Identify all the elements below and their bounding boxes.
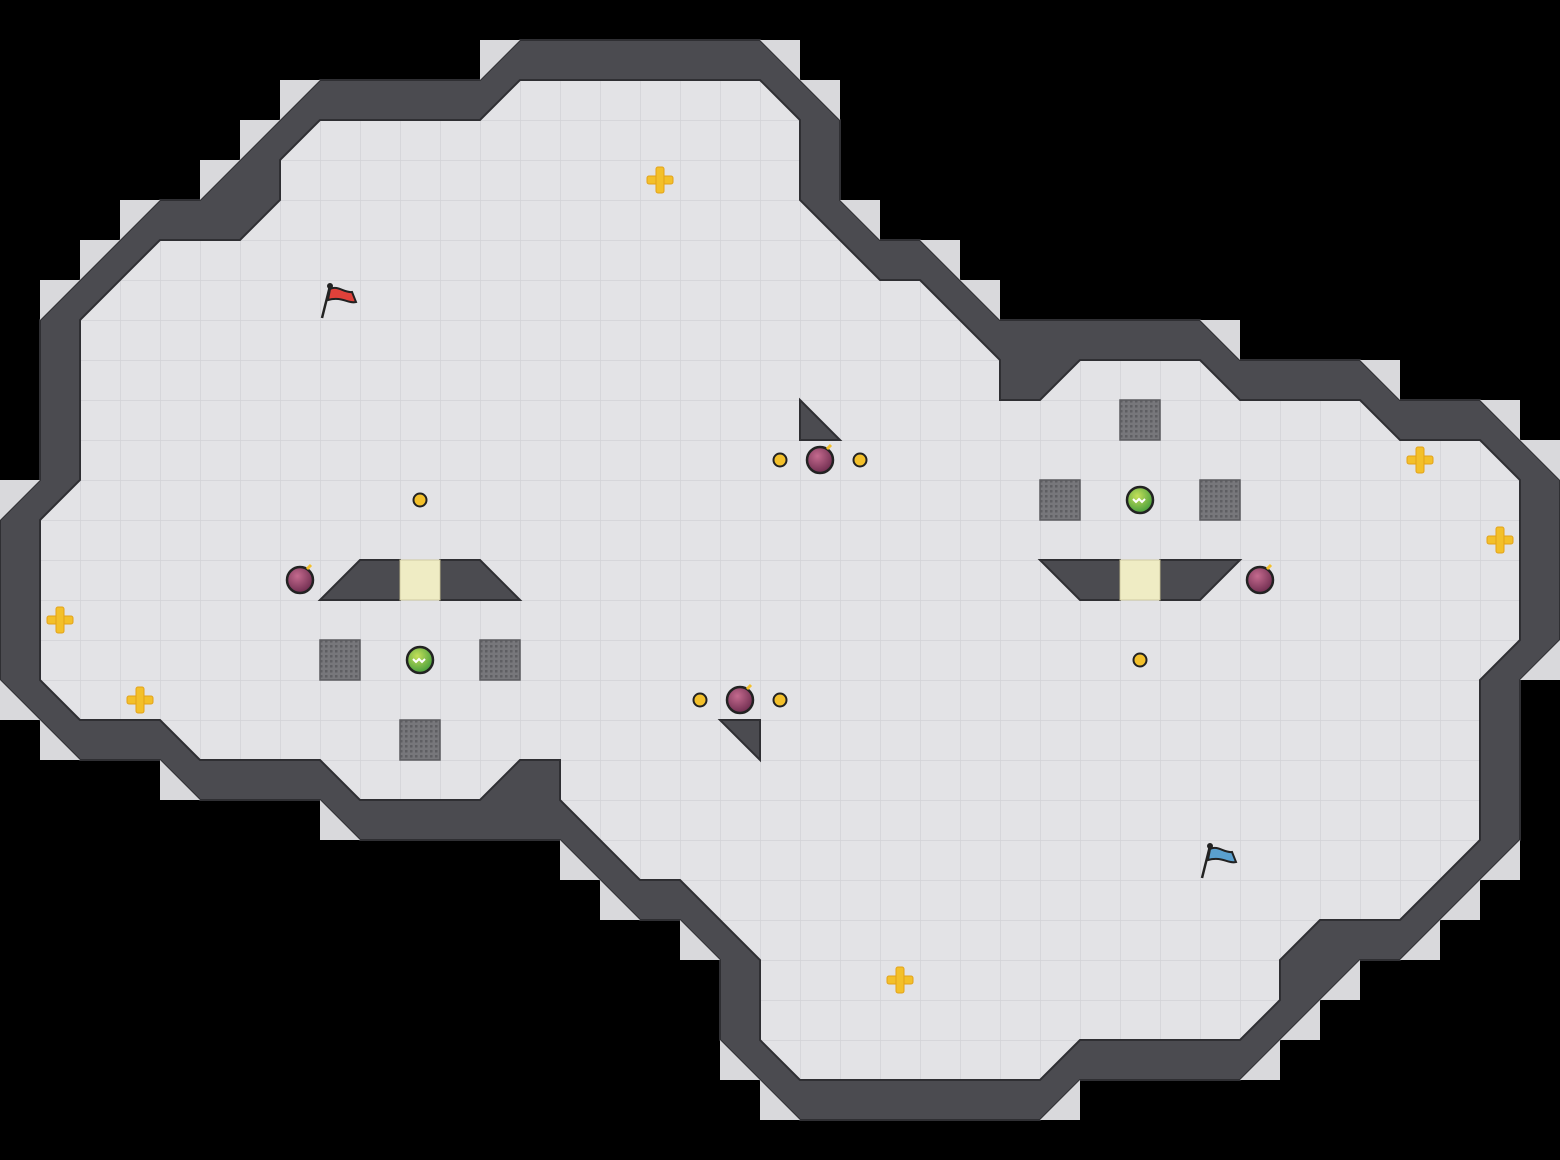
spike-tile [399, 719, 441, 761]
red-flag-icon [320, 283, 358, 319]
button-icon [772, 452, 788, 468]
bomb-icon [1245, 563, 1275, 595]
spikes [319, 399, 1241, 761]
boosts [405, 485, 1155, 675]
right-base-walls [1037, 559, 1243, 601]
center-wedge-bottom [717, 719, 761, 763]
powerup-icon [646, 166, 674, 194]
powerups [46, 166, 1514, 994]
button-icon [412, 492, 428, 508]
button-icon [772, 692, 788, 708]
spike-tile [1119, 399, 1161, 441]
spike-tile [1039, 479, 1081, 521]
buttons [412, 452, 1148, 708]
boost-icon [405, 645, 435, 675]
powerup-icon [46, 606, 74, 634]
bomb-icon [285, 563, 315, 595]
center-wedge-top [799, 397, 843, 441]
button-icon [692, 692, 708, 708]
spike-tile [479, 639, 521, 681]
button-icon [1132, 652, 1148, 668]
powerup-icon [886, 966, 914, 994]
left-base-walls [317, 559, 523, 601]
left-gate [399, 559, 441, 601]
powerup-icon [1406, 446, 1434, 474]
wall-bevels [0, 40, 1560, 1120]
blue-flag-icon [1200, 843, 1238, 879]
bomb-icon [725, 683, 755, 715]
bombs [285, 443, 1275, 715]
powerup-icon [1486, 526, 1514, 554]
bomb-icon [805, 443, 835, 475]
right-gate [1119, 559, 1161, 601]
button-icon [852, 452, 868, 468]
spike-tile [1199, 479, 1241, 521]
spike-tile [319, 639, 361, 681]
boost-icon [1125, 485, 1155, 515]
floor [39, 79, 1521, 1081]
powerup-icon [126, 686, 154, 714]
